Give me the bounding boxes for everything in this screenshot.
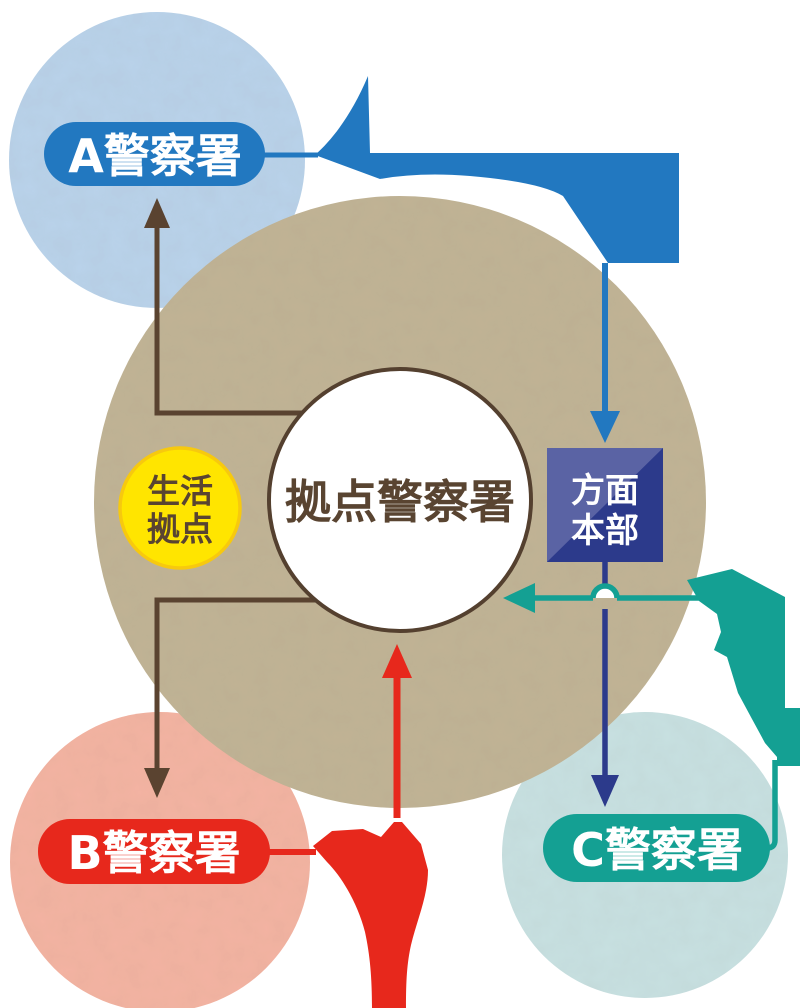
hub-circle [267, 367, 533, 633]
arrow-red-to-hub-head-icon [382, 644, 412, 678]
hub-label: 拠点警察署 [285, 475, 515, 529]
arrow-hub-to-b-head-icon [144, 768, 170, 798]
district-hq-box [547, 448, 663, 562]
brown-connectors [154, 226, 322, 770]
teal-flow-ribbon-icon [687, 569, 800, 766]
arrow-teal-to-hub-line [534, 583, 701, 601]
station-c-pill [543, 814, 770, 882]
blue-flow-ribbon-arrow-icon [315, 76, 679, 263]
district-hq-label-line1: 方面 [571, 471, 639, 511]
life-base-label-line1: 生活 [147, 472, 213, 511]
arrow-hub-to-b-line [154, 597, 322, 770]
teal-line-bridge [590, 583, 620, 599]
station-b-pill [38, 819, 270, 884]
arrow-hq-to-c-head-icon [591, 775, 619, 807]
station-b-label: B警察署 [67, 826, 240, 880]
station-a-pill [44, 122, 265, 186]
arrow-teal-to-hub-head-icon [503, 583, 535, 613]
district-hq-box-dark [547, 448, 663, 562]
district-hq-label-line2: 本部 [571, 511, 639, 551]
life-base-label-line2: 拠点 [147, 510, 213, 549]
arrow-hub-to-a-head-icon [144, 198, 170, 228]
arrow-blue-to-hq-head-icon [590, 411, 620, 443]
station-a-label: A警察署 [68, 129, 242, 183]
arrow-hub-to-a-line [154, 226, 312, 416]
red-flow-ribbon-icon [313, 822, 428, 1008]
life-base-circle [118, 446, 242, 570]
station-c-label: C警察署 [571, 823, 743, 877]
